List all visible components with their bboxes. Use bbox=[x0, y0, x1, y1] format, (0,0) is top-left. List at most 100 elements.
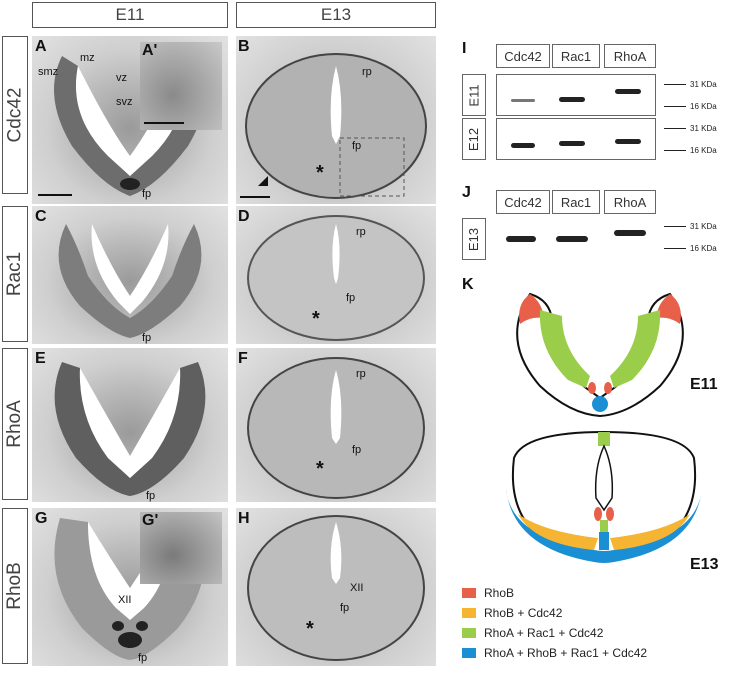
column-header-e13: E13 bbox=[236, 2, 436, 28]
legend-item-rhob: RhoB bbox=[462, 586, 514, 600]
star-marker-b: * bbox=[316, 162, 324, 184]
kda-arrow bbox=[664, 106, 686, 107]
scale-bar bbox=[38, 194, 72, 196]
band-rac1-e13 bbox=[556, 236, 588, 242]
spinal-cord-section-e13 bbox=[245, 53, 427, 199]
panel-label-j: J bbox=[462, 184, 471, 201]
anno-rp-b: rp bbox=[362, 66, 372, 78]
anno-fp-c: fp bbox=[142, 332, 152, 344]
panel-label-a: A bbox=[35, 38, 47, 55]
blot-header-cdc42: Cdc42 bbox=[496, 190, 550, 214]
kda-arrow bbox=[664, 84, 686, 85]
panel-label-d: D bbox=[238, 208, 250, 225]
band-cdc42-e12 bbox=[511, 143, 535, 148]
anno-rp-d: rp bbox=[356, 226, 366, 238]
spinal-cord-section-e11 bbox=[58, 224, 202, 338]
panel-b-e13-cdc42 bbox=[236, 36, 436, 204]
panel-e-e11-rhoa bbox=[32, 348, 228, 502]
legend-swatch bbox=[462, 588, 476, 598]
anno-rp-f: rp bbox=[356, 368, 366, 380]
anno-fp-e: fp bbox=[146, 490, 156, 502]
blot-header-rac1: Rac1 bbox=[552, 190, 600, 214]
band-rac1-e12 bbox=[559, 141, 585, 146]
kda-arrow bbox=[664, 226, 686, 227]
star-marker-f: * bbox=[316, 458, 324, 480]
blot-header-rhoa: RhoA bbox=[604, 44, 656, 68]
row-label-rac1: Rac1 bbox=[2, 206, 28, 342]
blot-membrane-e11 bbox=[496, 74, 656, 116]
panel-label-h: H bbox=[238, 510, 250, 527]
legend-swatch bbox=[462, 608, 476, 618]
panel-label-g-prime: G' bbox=[142, 512, 159, 529]
blot-row-label-e11: E11 bbox=[462, 74, 486, 116]
schematic-stage-e13: E13 bbox=[690, 556, 719, 573]
blot-membrane-e13 bbox=[496, 218, 656, 260]
panel-label-b: B bbox=[238, 38, 250, 55]
blot-header-rhoa: RhoA bbox=[604, 190, 656, 214]
blot-membrane-e12 bbox=[496, 118, 656, 160]
spinal-cord-section-e11 bbox=[54, 56, 206, 196]
kda-label-16: 16 KDa bbox=[690, 146, 717, 155]
spinal-cord-section-e13 bbox=[247, 215, 425, 341]
kda-arrow bbox=[664, 248, 686, 249]
blot-row-label-e12: E12 bbox=[462, 118, 486, 160]
band-cdc42-e11 bbox=[511, 99, 535, 102]
panel-f-e13-rhoa bbox=[236, 348, 436, 502]
schematic-e11 bbox=[516, 292, 684, 418]
panel-label-k: K bbox=[462, 276, 474, 293]
spinal-cord-section-e13 bbox=[247, 357, 425, 499]
star-marker-h: * bbox=[306, 618, 314, 640]
anno-fp-a: fp bbox=[142, 188, 152, 200]
panel-label-f: F bbox=[238, 350, 248, 367]
schematic-e13 bbox=[506, 430, 702, 563]
row-label-rhob: RhoB bbox=[2, 508, 28, 664]
star-marker-d: * bbox=[312, 308, 320, 330]
blot-header-cdc42: Cdc42 bbox=[496, 44, 550, 68]
anno-xii-g: XII bbox=[118, 594, 132, 606]
arrowhead-marker bbox=[258, 176, 268, 186]
row-label-rhoa: RhoA bbox=[2, 348, 28, 500]
panel-label-g: G bbox=[35, 510, 48, 527]
legend-item-rhob-cdc42: RhoB + Cdc42 bbox=[462, 606, 562, 620]
anno-smz: smz bbox=[38, 66, 59, 78]
legend-label: RhoB + Cdc42 bbox=[484, 606, 563, 620]
spinal-cord-section-e11 bbox=[54, 362, 206, 496]
band-rac1-e11 bbox=[559, 97, 585, 102]
scale-bar bbox=[144, 122, 184, 124]
band-rhoa-e11 bbox=[615, 89, 641, 94]
anno-vz: vz bbox=[116, 72, 127, 84]
anno-xii-h: XII bbox=[350, 582, 364, 594]
legend-label: RhoB bbox=[484, 586, 515, 600]
legend-label: RhoA + Rac1 + Cdc42 bbox=[484, 626, 604, 640]
panel-a-prime-inset bbox=[140, 42, 222, 130]
panel-g-prime-inset bbox=[140, 512, 222, 584]
kda-label-31: 31 KDa bbox=[690, 80, 717, 89]
anno-fp-h: fp bbox=[340, 602, 350, 614]
row-label-cdc42: Cdc42 bbox=[2, 36, 28, 194]
panel-label-i: I bbox=[462, 40, 467, 57]
band-cdc42-e13 bbox=[506, 236, 536, 242]
anno-fp-g: fp bbox=[138, 652, 148, 664]
blot-header-rac1: Rac1 bbox=[552, 44, 600, 68]
column-header-e11: E11 bbox=[32, 2, 228, 28]
kda-label-16: 16 KDa bbox=[690, 244, 717, 253]
blot-row-label-e13: E13 bbox=[462, 218, 486, 260]
band-rhoa-e13 bbox=[614, 230, 646, 236]
legend-swatch bbox=[462, 648, 476, 658]
panel-label-c: C bbox=[35, 208, 47, 225]
band-rhoa-e12 bbox=[615, 139, 641, 144]
anno-fp-d: fp bbox=[346, 292, 356, 304]
legend-label: RhoA + RhoB + Rac1 + Cdc42 bbox=[484, 646, 648, 660]
anno-fp-f: fp bbox=[352, 444, 362, 456]
anno-svz: svz bbox=[116, 96, 133, 108]
panel-label-a-prime: A' bbox=[142, 42, 158, 59]
panel-d-e13-rac1 bbox=[236, 206, 436, 344]
schematic-stage-e11: E11 bbox=[690, 376, 718, 393]
spinal-cord-section-e11 bbox=[54, 518, 206, 660]
kda-arrow bbox=[664, 150, 686, 151]
panel-c-e11-rac1 bbox=[32, 206, 228, 344]
kda-arrow bbox=[664, 128, 686, 129]
panel-label-e: E bbox=[35, 350, 46, 367]
kda-label-31: 31 KDa bbox=[690, 124, 717, 133]
anno-fp-b: fp bbox=[352, 140, 362, 152]
